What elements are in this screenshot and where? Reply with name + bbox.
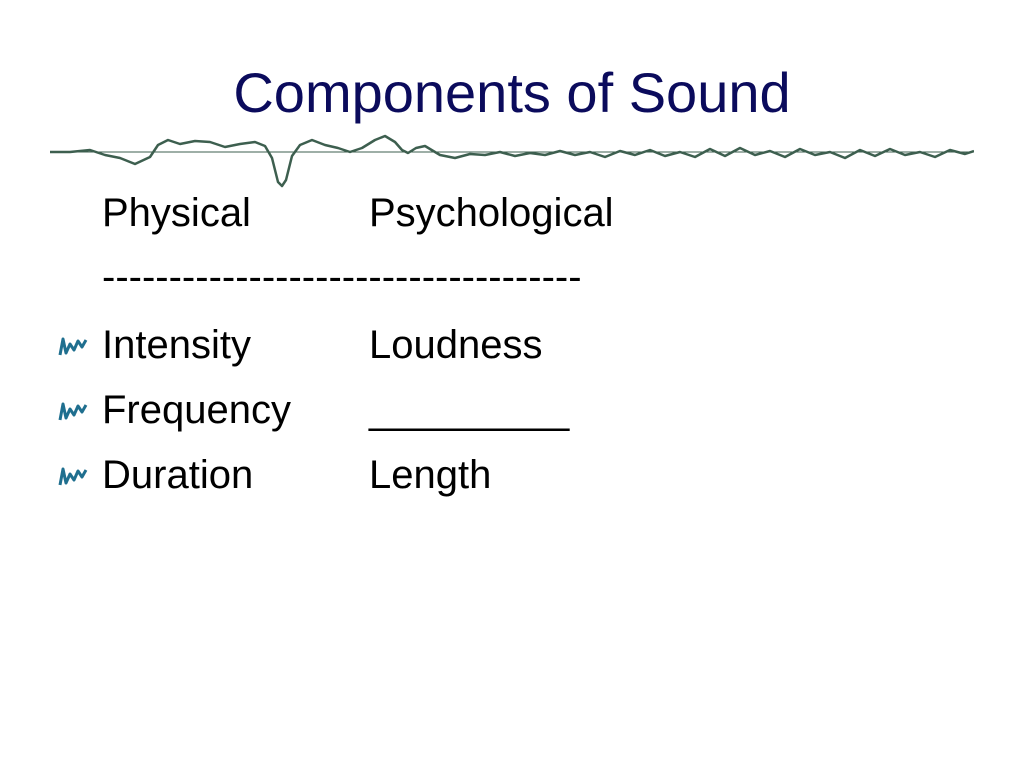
item-physical: Duration [102, 453, 254, 497]
header-physical: Physical [102, 191, 251, 235]
waveform-bullet-icon [58, 467, 88, 486]
item-physical: Frequency [102, 388, 291, 432]
header-psychological: Psychological [369, 191, 614, 235]
item-physical: Intensity [102, 323, 251, 367]
divider-dashes: ------------------------------------ [102, 255, 582, 299]
slide-title: Components of Sound [233, 61, 791, 124]
waveform-bullet-icon [58, 402, 88, 421]
item-psychological: Loudness [369, 323, 543, 367]
item-psychological: Length [369, 453, 492, 497]
sound-waveform-icon [50, 134, 974, 188]
waveform-bullet-icon [58, 337, 88, 356]
item-psychological: _________ [369, 388, 570, 432]
